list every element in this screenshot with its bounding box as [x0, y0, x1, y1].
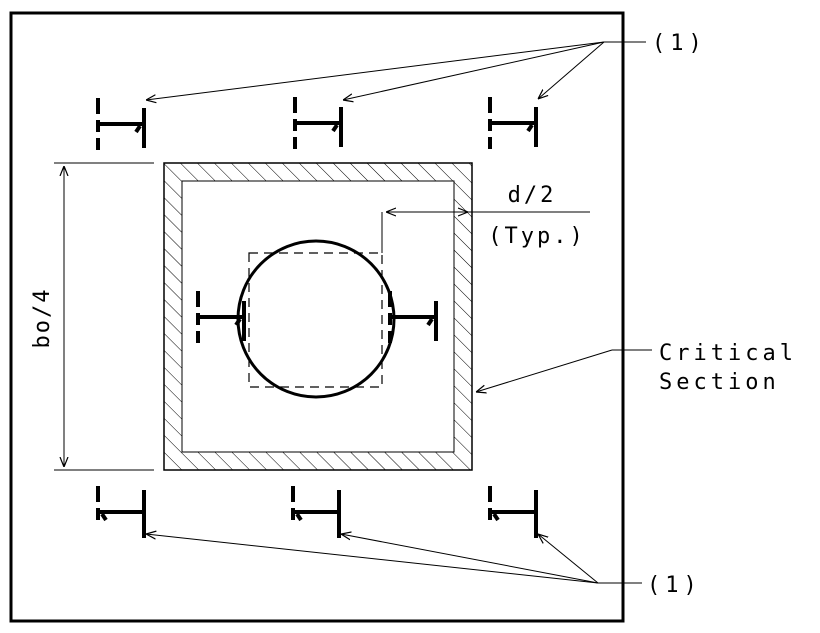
note-top-leaders	[146, 41, 646, 100]
note-top-label: (1)	[652, 31, 707, 56]
stud-top-right	[488, 95, 538, 151]
column-circle	[236, 239, 396, 399]
half-depth-label: d/2	[508, 183, 557, 208]
stud-top-left	[96, 96, 146, 152]
critical-label-line1: Critical	[659, 341, 797, 366]
note-bottom-leaders	[146, 534, 642, 584]
stud-middle-left	[196, 289, 246, 345]
typical-label: (Typ.)	[488, 224, 585, 249]
stud-top-center	[293, 95, 343, 151]
critical-section-band	[163, 162, 473, 471]
critical-label-line2: Section	[659, 370, 780, 395]
slab-outline	[9, 11, 625, 623]
stud-bottom-left	[96, 484, 146, 540]
stud-middle-right	[388, 289, 438, 345]
column-outline-dashed	[248, 252, 383, 388]
stud-bottom-right	[488, 484, 538, 540]
note-bottom-label: (1)	[647, 573, 702, 598]
half-depth-dimension	[381, 212, 590, 253]
stud-bottom-center	[291, 484, 341, 540]
critical-section-leader	[476, 349, 652, 392]
perimeter-label: bo/4	[30, 288, 55, 349]
perimeter-dimension	[54, 162, 154, 471]
